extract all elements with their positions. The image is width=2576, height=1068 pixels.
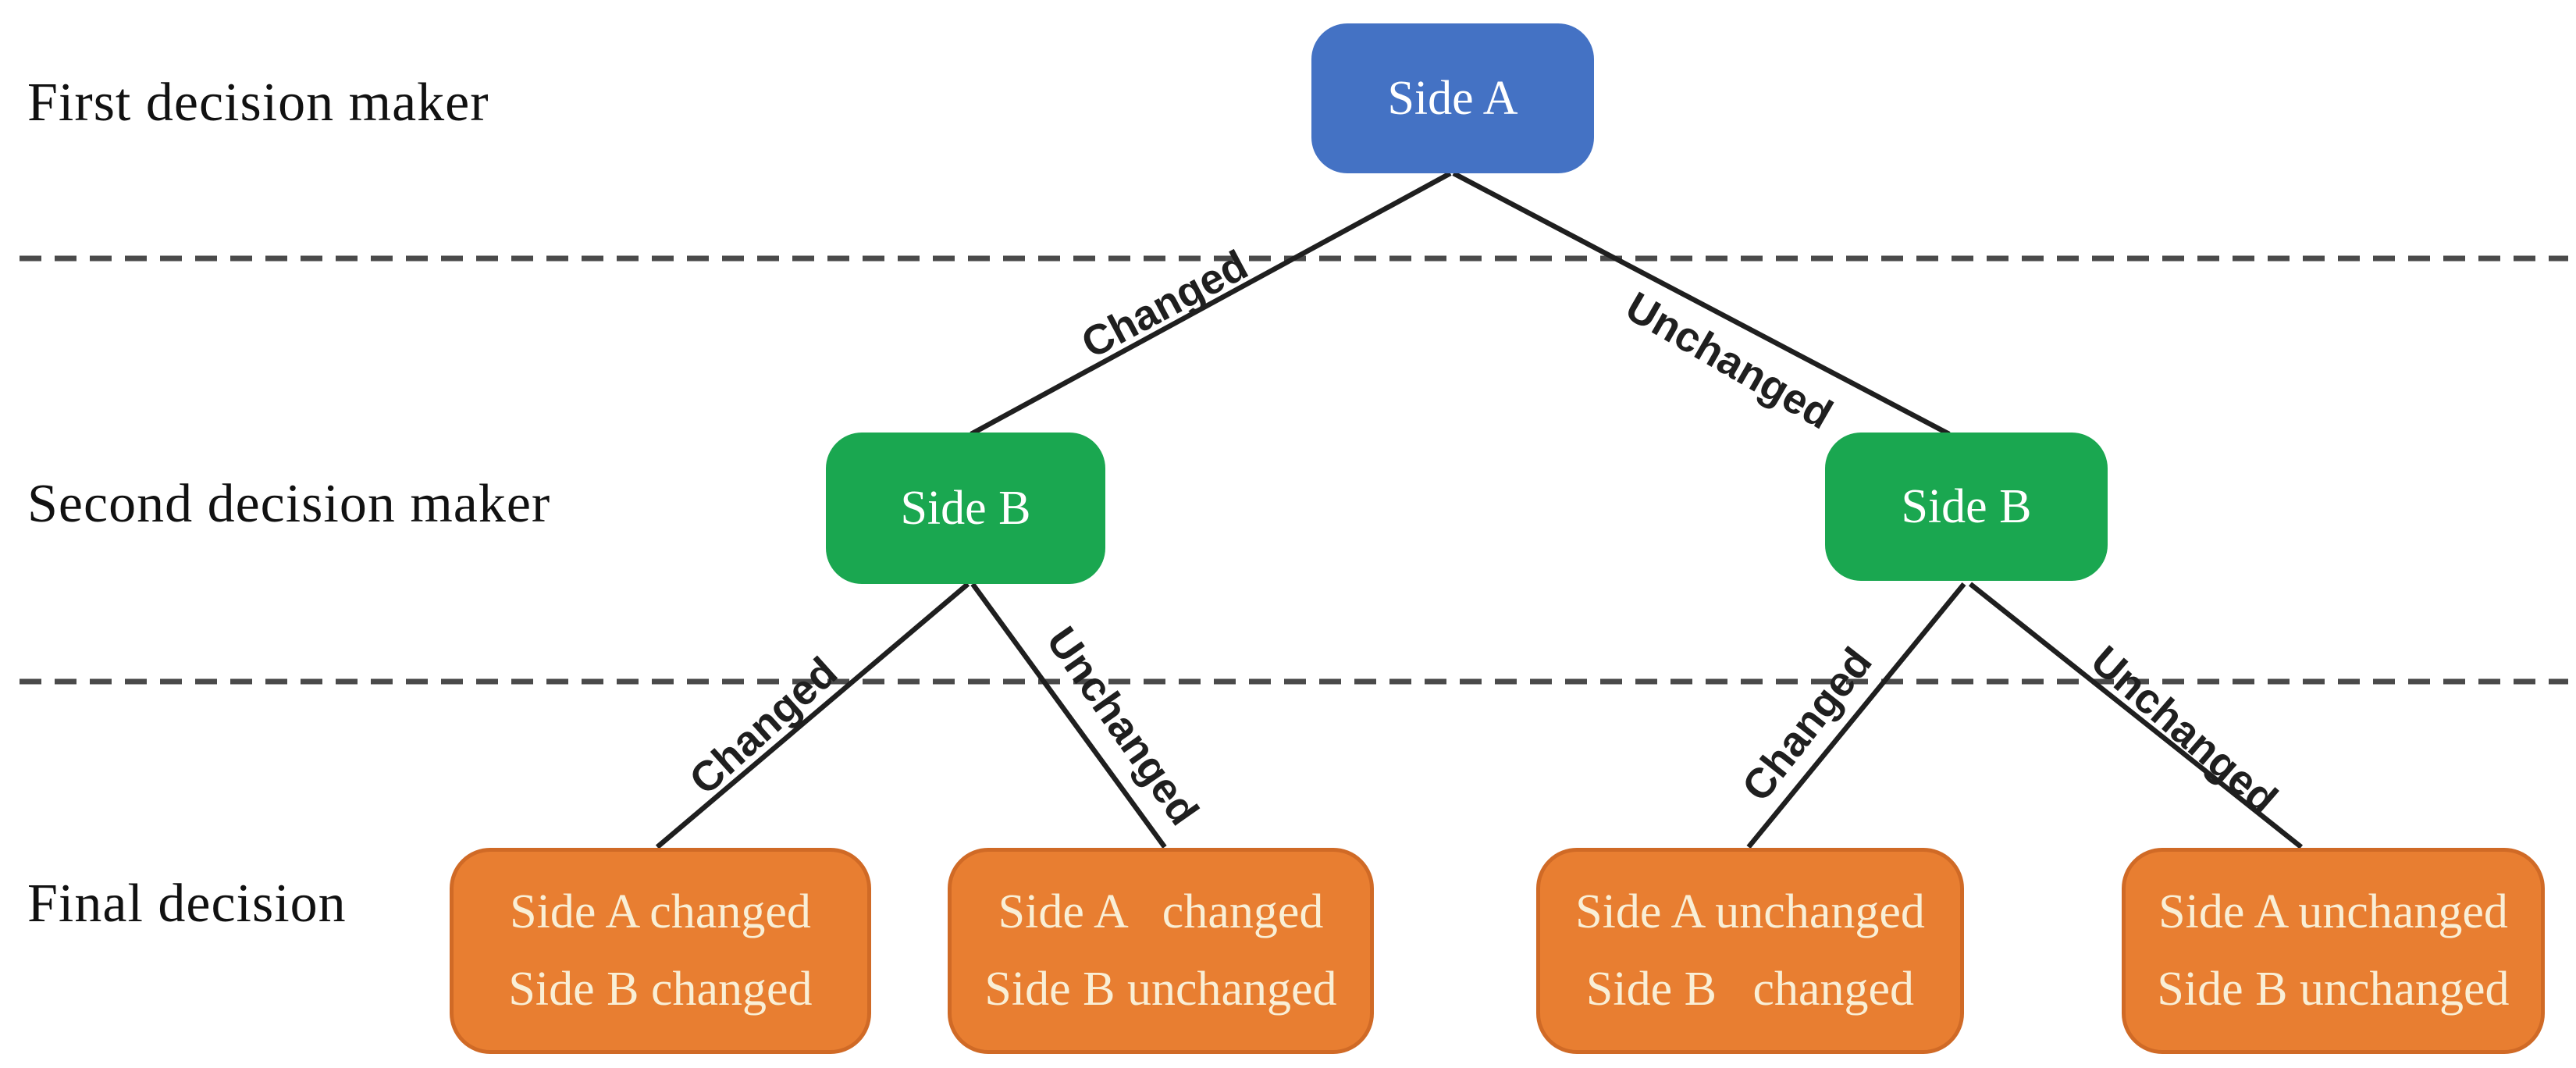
leaf-a-changed-b-unchanged: Side A changed Side B unchanged [948, 848, 1374, 1054]
edge-left-b-to-leaf-cu [970, 582, 1167, 849]
leaf-both-unchanged-line2: Side B unchanged [2157, 963, 2510, 1016]
node-side-b-right: Side B [1825, 433, 2108, 581]
row-label-final-decision: Final decision [27, 874, 347, 934]
leaf-a-unchanged-b-changed-line1: Side A unchanged [1575, 885, 1925, 938]
leaf-both-changed-line2: Side B changed [508, 963, 813, 1016]
node-side-a: Side A [1311, 23, 1594, 173]
leaf-a-changed-b-unchanged-line1: Side A changed [998, 885, 1324, 938]
leaf-both-unchanged-line1: Side A unchanged [2158, 885, 2508, 938]
edge-right-b-to-leaf-uu [1968, 582, 2304, 849]
leaf-a-unchanged-b-changed-line2: Side B changed [1585, 963, 1915, 1016]
leaf-both-changed: Side A changed Side B changed [450, 848, 871, 1054]
row-label-first-decision-maker: First decision maker [27, 73, 489, 133]
node-side-b-left: Side B [826, 433, 1105, 584]
node-side-b-right-label: Side B [1901, 479, 2032, 533]
leaf-both-unchanged: Side A unchanged Side B unchanged [2122, 848, 2545, 1054]
node-side-b-left-label: Side B [900, 481, 1031, 535]
leaf-both-changed-line1: Side A changed [510, 885, 811, 938]
edge-root-to-left-b [970, 171, 1452, 436]
node-side-a-label: Side A [1387, 71, 1518, 125]
edge-root-to-right-b [1452, 171, 1951, 436]
row-label-second-decision-maker: Second decision maker [27, 474, 551, 534]
leaf-a-changed-b-unchanged-line2: Side B unchanged [984, 963, 1337, 1016]
leaf-a-unchanged-b-changed: Side A unchanged Side B changed [1536, 848, 1964, 1054]
edge-left-b-to-leaf-cc [655, 582, 970, 849]
edge-right-b-to-leaf-uc [1746, 582, 1966, 849]
